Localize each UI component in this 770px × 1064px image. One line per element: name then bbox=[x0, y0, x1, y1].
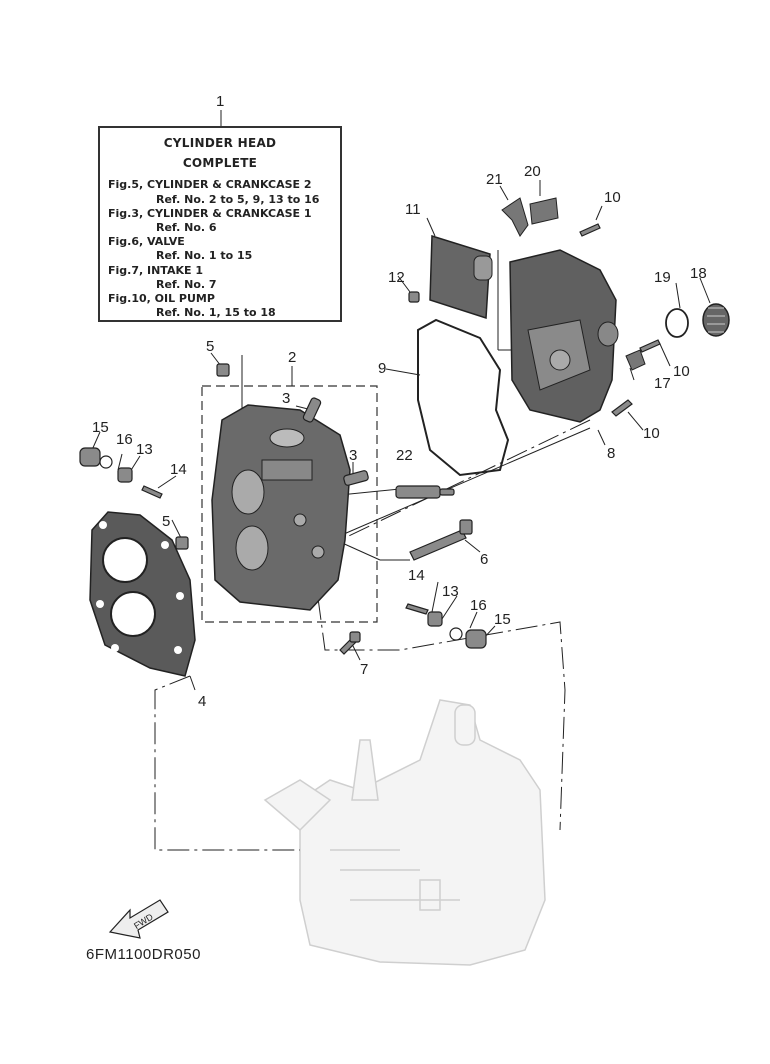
sleeve-13-left bbox=[117, 467, 133, 483]
bolt-6-head bbox=[459, 519, 473, 535]
oring-16-right bbox=[449, 627, 463, 641]
callout-5a: 5 bbox=[206, 338, 214, 355]
callout-10b: 10 bbox=[673, 363, 690, 380]
callout-16a: 16 bbox=[116, 431, 133, 448]
callout-14a: 14 bbox=[170, 461, 187, 478]
pin-14-right bbox=[405, 603, 429, 615]
bolt-10-mid bbox=[639, 339, 661, 353]
stud-3-mid bbox=[343, 470, 369, 486]
filler-cap-18 bbox=[702, 303, 730, 337]
ref-no-5: Ref. No. 1, 15 to 18 bbox=[156, 306, 276, 320]
ref-no-1: Ref. No. 2 to 5, 9, 13 to 16 bbox=[156, 192, 320, 206]
pin-14-left bbox=[141, 485, 163, 499]
plug-5-top bbox=[216, 363, 230, 377]
callout-7: 7 bbox=[360, 661, 368, 678]
bolt-7-head bbox=[349, 631, 361, 643]
oring-16-left bbox=[99, 455, 113, 469]
bolt-10-low bbox=[611, 399, 633, 417]
callout-16b: 16 bbox=[470, 597, 487, 614]
callout-2: 2 bbox=[288, 349, 296, 366]
bolt-10-top bbox=[579, 223, 601, 237]
plug-15-left bbox=[79, 447, 101, 467]
callout-21: 21 bbox=[486, 171, 503, 188]
sleeve-13-right bbox=[427, 611, 443, 627]
callout-1: 1 bbox=[216, 93, 224, 110]
callout-18: 18 bbox=[690, 265, 707, 282]
stud-3-top bbox=[302, 397, 322, 423]
clip-21 bbox=[501, 197, 529, 237]
fig-ref-2: Fig.3, CYLINDER & CRANKCASE 1 bbox=[108, 206, 312, 220]
callout-15a: 15 bbox=[92, 419, 109, 436]
spark-plug-22-tip bbox=[439, 488, 455, 496]
spark-plug-22 bbox=[395, 485, 441, 499]
fig-ref-1: Fig.5, CYLINDER & CRANKCASE 2 bbox=[108, 178, 312, 192]
callout-numbers: 1 2 3 3 4 5 5 6 7 8 9 10 10 10 11 12 13 … bbox=[92, 93, 707, 710]
plug-5-side bbox=[175, 536, 189, 550]
ref-no-2: Ref. No. 6 bbox=[156, 221, 217, 235]
callout-14b: 14 bbox=[408, 567, 425, 584]
callout-17: 17 bbox=[654, 375, 671, 392]
subassembly-dashed-box bbox=[201, 385, 378, 623]
callout-10a: 10 bbox=[604, 189, 621, 206]
callout-6: 6 bbox=[480, 551, 488, 568]
callout-20: 20 bbox=[524, 163, 541, 180]
callout-15b: 15 bbox=[494, 611, 511, 628]
cover-gasket bbox=[417, 318, 510, 477]
breather-tube bbox=[473, 255, 493, 281]
callout-title-1: CYLINDER HEAD bbox=[163, 136, 277, 150]
bracket-20 bbox=[529, 197, 559, 225]
bolt-12 bbox=[408, 291, 420, 303]
bolt-6 bbox=[409, 529, 467, 561]
valve-cover bbox=[509, 249, 619, 423]
callout-title-2: COMPLETE bbox=[182, 156, 258, 171]
callout-8: 8 bbox=[607, 445, 615, 462]
cylinder-head bbox=[211, 404, 351, 611]
ref-no-3: Ref. No. 1 to 15 bbox=[156, 249, 253, 263]
plug-15-right bbox=[465, 629, 487, 649]
callout-3a: 3 bbox=[282, 390, 290, 407]
callout-12: 12 bbox=[388, 269, 405, 286]
forward-arrow-icon: FWD bbox=[108, 899, 169, 939]
oring-19 bbox=[665, 308, 689, 338]
callout-11: 11 bbox=[405, 201, 421, 218]
fig-ref-3: Fig.6, VALVE bbox=[108, 235, 185, 249]
callout-19: 19 bbox=[654, 269, 671, 286]
alignment-lines bbox=[154, 419, 591, 851]
crankcase-ghost bbox=[263, 699, 546, 966]
callout-4: 4 bbox=[198, 693, 206, 710]
fig-ref-4: Fig.7, INTAKE 1 bbox=[108, 263, 203, 277]
head-gasket bbox=[89, 511, 196, 677]
breather-plate bbox=[429, 234, 491, 320]
ref-no-4: Ref. No. 7 bbox=[156, 277, 217, 291]
callout-13b: 13 bbox=[442, 583, 459, 600]
callout-22: 22 bbox=[396, 447, 413, 464]
callout-3b: 3 bbox=[349, 447, 357, 464]
fasteners bbox=[79, 223, 661, 655]
clip-17 bbox=[625, 349, 646, 371]
diagram-code: 6FM1100DR050 bbox=[86, 946, 201, 963]
callout-5b: 5 bbox=[162, 513, 170, 530]
callout-10c: 10 bbox=[643, 425, 660, 442]
fig-ref-5: Fig.10, OIL PUMP bbox=[108, 292, 215, 306]
callout-13a: 13 bbox=[136, 441, 153, 458]
callout-9: 9 bbox=[378, 360, 386, 377]
cylinder-head-complete-callout: CYLINDER HEAD COMPLETE Fig.5, CYLINDER &… bbox=[98, 126, 342, 322]
